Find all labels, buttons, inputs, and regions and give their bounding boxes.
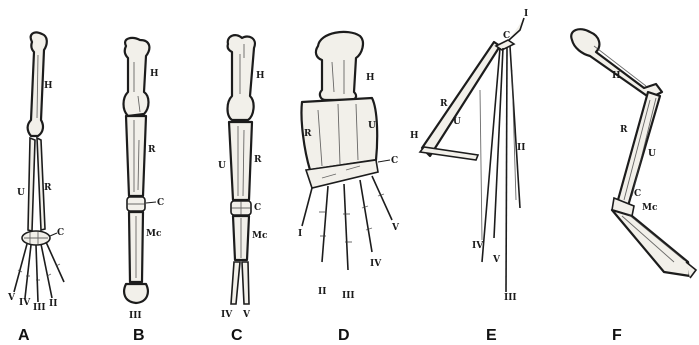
- panel-d-label-h: H: [366, 73, 375, 83]
- panel-e-label-v: V: [492, 255, 501, 265]
- panel-a-label-u: U: [17, 188, 25, 198]
- panel-d-label-digit-ii: II: [318, 287, 326, 297]
- panel-f-label-h: H: [612, 71, 621, 81]
- panel-b-label-h: H: [150, 69, 159, 79]
- panel-c-caption: C: [231, 327, 243, 344]
- panel-f-label-c: C: [634, 189, 641, 199]
- panel-a-label-digit-iv: IV: [19, 298, 31, 308]
- panel-a-label-digit-iii: III: [33, 303, 46, 313]
- panel-e-radius: [420, 147, 478, 160]
- panel-a-label-digit-v: V: [7, 293, 16, 303]
- panel-c-radius-ulna: [229, 122, 252, 200]
- panel-d-label-digit-iii: III: [342, 291, 355, 301]
- panel-a-caption: A: [18, 327, 30, 344]
- panel-e-label-c: C: [503, 31, 510, 41]
- panel-b-label-mc: Mc: [146, 229, 162, 239]
- panel-c-label-u: U: [218, 161, 226, 171]
- panel-a: H U R C V IV III II A: [7, 32, 64, 344]
- panel-c: H U R C Mc IV V C: [218, 35, 268, 344]
- panel-c-digit-left: [231, 262, 240, 304]
- panel-a-label-c: C: [57, 228, 64, 238]
- panel-c-label-digit-iv: IV: [221, 310, 233, 320]
- panel-f-label-mc: Mc: [642, 203, 658, 213]
- panel-b-hoof: [124, 284, 148, 303]
- panel-b-label-c: C: [157, 198, 164, 208]
- panel-d-label-u: U: [368, 121, 376, 131]
- panel-e-label-h: H: [410, 131, 419, 141]
- panel-e-label-i: I: [524, 9, 528, 19]
- panel-c-label-r: R: [254, 155, 262, 165]
- panel-a-label-r: R: [44, 183, 52, 193]
- panel-d-caption: D: [338, 327, 350, 344]
- panel-a-ulna: [28, 138, 35, 231]
- panel-b-humerus: [124, 38, 150, 116]
- panel-b: H R C Mc III B: [124, 38, 165, 344]
- panel-d-label-r: R: [304, 129, 312, 139]
- panel-e-label-iv: IV: [472, 241, 484, 251]
- panel-c-label-mc: Mc: [252, 231, 268, 241]
- panel-c-label-c: C: [254, 203, 261, 213]
- panel-f: H R U C Mc F: [571, 29, 696, 344]
- panel-e-label-ii: II: [517, 143, 525, 153]
- panel-f-hand: [612, 210, 690, 276]
- panel-a-label-h: H: [44, 81, 53, 91]
- panel-e-label-r: R: [440, 99, 448, 109]
- panel-e-humerus: [422, 42, 500, 156]
- panel-e-caption: E: [486, 327, 497, 344]
- panel-f-caption: F: [612, 327, 622, 344]
- panel-c-humerus: [228, 35, 255, 120]
- panel-d-label-digit-v: V: [391, 223, 400, 233]
- panel-b-radius: [126, 116, 146, 196]
- panel-f-label-r: R: [620, 125, 628, 135]
- panel-a-label-digit-ii: II: [49, 299, 57, 309]
- panel-d-label-c: C: [391, 156, 398, 166]
- panel-b-label-digit-iii: III: [129, 311, 142, 321]
- panel-c-label-digit-v: V: [242, 310, 251, 320]
- panel-c-label-h: H: [256, 71, 265, 81]
- panel-b-label-r: R: [148, 145, 156, 155]
- panel-e-label-u: U: [453, 117, 461, 127]
- panel-d-humerus: [316, 32, 363, 100]
- panel-d: H R U C I II III IV V D: [298, 32, 400, 344]
- panel-c-digit-right: [242, 262, 249, 304]
- panel-e: I C R U H II IV V III E: [410, 9, 528, 344]
- panel-e-label-iii: III: [504, 293, 517, 303]
- panel-d-label-digit-iv: IV: [370, 259, 382, 269]
- panel-f-label-u: U: [648, 149, 656, 159]
- panel-b-caption: B: [133, 327, 145, 344]
- panel-d-label-digit-i: I: [298, 229, 302, 239]
